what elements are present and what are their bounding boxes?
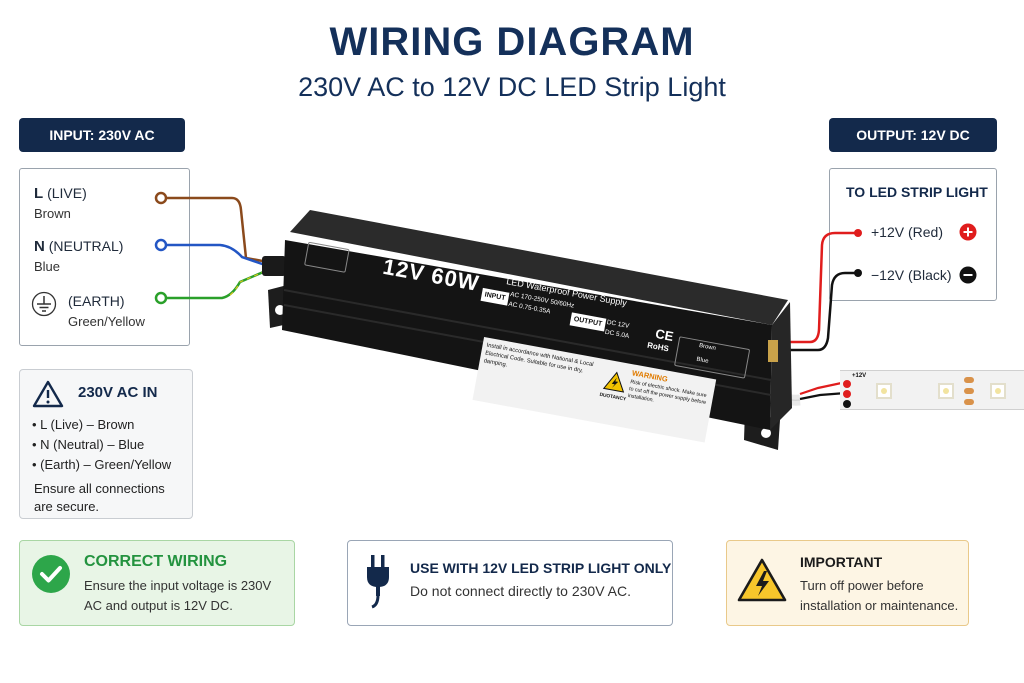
psu-warning-icon: [602, 370, 628, 399]
psu-input-terminal-icon: [304, 241, 350, 273]
red-dot: [854, 229, 862, 237]
psu-warning-text: Risk of electric shock. Make sure to cut…: [627, 379, 708, 407]
blue-terminal: [154, 238, 168, 252]
blue-wire: [161, 243, 269, 268]
warning-triangle-icon: [32, 380, 64, 413]
usage-text: Do not connect directly to 230V AC.: [410, 583, 632, 599]
strip-black-wire: [799, 391, 847, 401]
psu-term-blue: Blue: [695, 356, 709, 365]
led-strip: +12V: [840, 370, 1024, 410]
psu-notice: Install in accordance with National & Lo…: [483, 342, 594, 375]
ac-info-list: L (Live) – Brown N (Neutral) – Blue (Ear…: [32, 417, 171, 477]
positive-label: +12V (Red): [871, 224, 943, 240]
usage-heading: USE WITH 12V LED STRIP LIGHT ONLY: [410, 560, 672, 576]
black-dot: [854, 269, 862, 277]
psu-output-label: OUTPUT: [569, 312, 607, 332]
ac-info-note: Ensure all connections are secure.: [34, 481, 165, 514]
live-label: L (LIVE): [34, 185, 87, 202]
led-chip: [938, 383, 954, 399]
input-gland: [262, 256, 286, 276]
strip-pad-positive-2: [843, 390, 851, 398]
input-tag: INPUT: 230V AC: [19, 118, 185, 152]
important-card: IMPORTANT Turn off power before installa…: [726, 540, 969, 626]
negative-label: −12V (Black): [871, 267, 952, 283]
psu-top: [290, 210, 788, 325]
strip-cut-pad: [964, 377, 974, 383]
minus-icon: [959, 266, 977, 289]
neutral-label: N (NEUTRAL): [34, 238, 124, 255]
check-circle-icon: [32, 555, 70, 598]
ac-info-panel: 230V AC IN L (Live) – Brown N (Neutral) …: [19, 369, 193, 519]
important-text: Turn off power before installation or ma…: [800, 578, 959, 613]
neutral-color: Blue: [34, 259, 61, 274]
correct-wiring-card: CORRECT WIRING Ensure the input voltage …: [19, 540, 295, 626]
psu-ce-mark: CE: [654, 325, 675, 344]
strip-plus-label: +12V: [852, 373, 867, 379]
output-heading: TO LED STRIP LIGHT: [846, 184, 988, 200]
red-wire: [772, 231, 858, 344]
psu-output-terminal-icon: Brown Blue: [674, 336, 751, 379]
ac-info-heading: 230V AC IN: [78, 384, 158, 401]
list-item: (Earth) – Green/Yellow: [32, 457, 171, 472]
strip-cut-pad: [964, 388, 974, 394]
psu-term-brown: Brown: [698, 342, 717, 352]
led-chip: [876, 383, 892, 399]
strip-red-wire: [799, 380, 847, 396]
black-wire: [772, 271, 858, 352]
list-item: N (Neutral) – Blue: [32, 437, 171, 452]
green-terminal: [154, 291, 168, 305]
psu-label-group: 12V 60W LED Waterproof Power Supply INPU…: [266, 232, 763, 504]
important-heading: IMPORTANT: [800, 554, 883, 570]
yellow-stripe: [229, 269, 269, 296]
psu-output-spec2: DC 5.0A: [604, 328, 630, 341]
brown-terminal: [154, 191, 168, 205]
usage-card: USE WITH 12V LED STRIP LIGHT ONLY Do not…: [347, 540, 673, 626]
live-color: Brown: [34, 206, 71, 221]
page-subtitle: 230V AC to 12V DC LED Strip Light: [298, 72, 726, 102]
green-wire: [161, 268, 269, 300]
page-title: WIRING DIAGRAM: [329, 20, 695, 64]
strip-cut-pad: [964, 399, 974, 405]
plus-icon: [959, 223, 977, 246]
list-item: L (Live) – Brown: [32, 417, 171, 432]
plug-icon: [366, 555, 390, 616]
psu-output-spec1: DC 12V: [606, 318, 630, 330]
correct-wiring-heading: CORRECT WIRING: [84, 553, 228, 570]
earth-icon: [31, 291, 57, 322]
brown-wire: [161, 196, 269, 264]
psu-input-label: INPUT: [480, 287, 510, 306]
earth-label: (EARTH): [68, 293, 125, 309]
earth-color: Green/Yellow: [68, 314, 145, 329]
strip-pad-negative: [843, 400, 851, 408]
led-chip: [990, 383, 1006, 399]
psu-notice-label: Install in accordance with National & Lo…: [472, 336, 717, 443]
correct-wiring-text: Ensure the input voltage is 230V AC and …: [84, 578, 272, 613]
output-tag: OUTPUT: 12V DC: [829, 118, 997, 152]
high-voltage-icon: [737, 557, 787, 608]
strip-pad-positive: [843, 380, 851, 388]
